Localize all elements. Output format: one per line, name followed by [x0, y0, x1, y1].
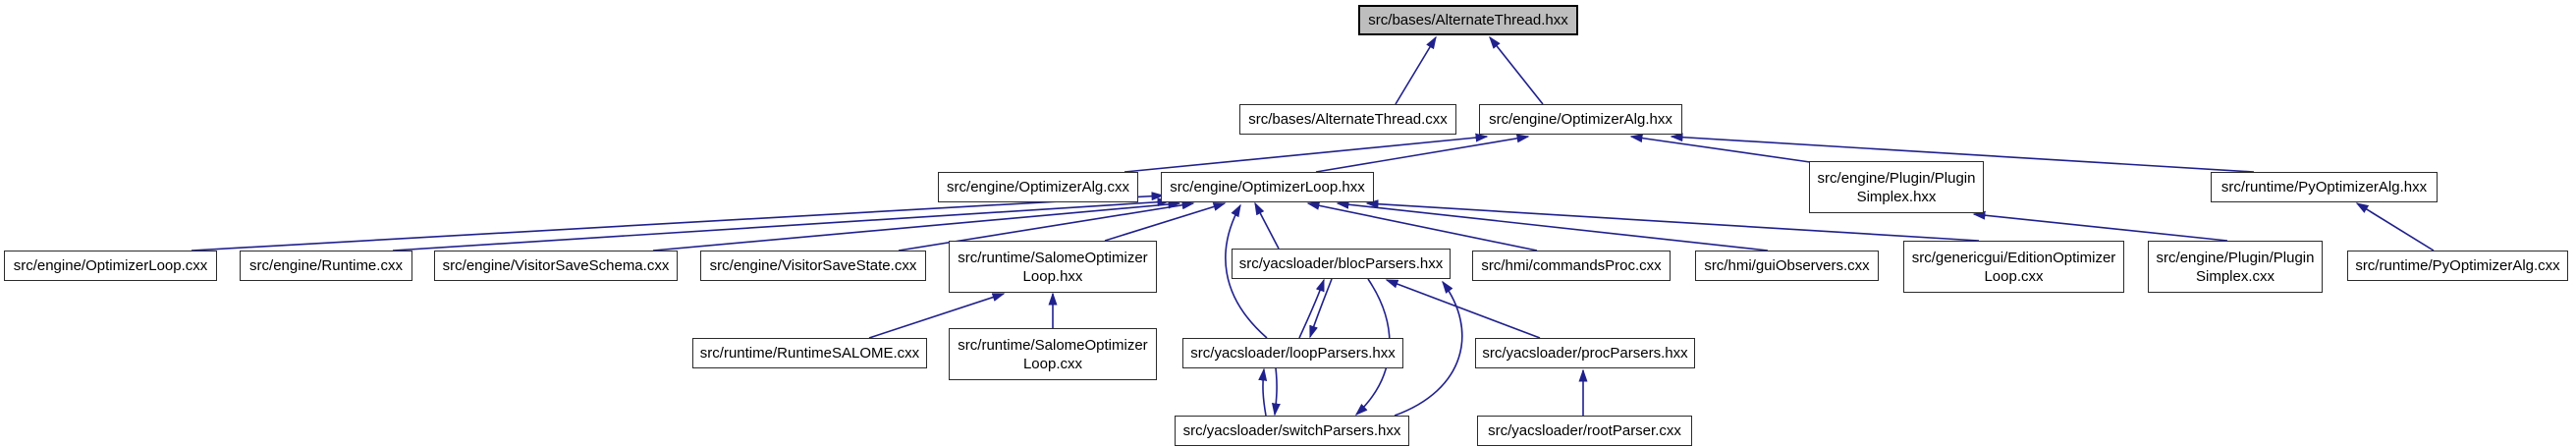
node-rootparser-cxx[interactable]: src/yacsloader/rootParser.cxx	[1477, 416, 1692, 446]
node-loopparsers-hxx[interactable]: src/yacsloader/loopParsers.hxx	[1182, 338, 1403, 368]
edge-switchparsers-hxx-to-loopparsers-hxx	[1258, 367, 1268, 417]
edge-blocparsers-hxx-to-loopparsers-hxx	[1309, 278, 1333, 339]
edge-optimizeralg-cxx-to-optimizeralg-hxx	[1124, 133, 1489, 173]
edge-pluginsimplex-cxx-to-pluginsimplex-hxx	[1972, 210, 2228, 242]
edge-optimizerloop-hxx-to-optimizeralg-hxx	[1315, 134, 1530, 173]
node-pyoptimizeralg-hxx[interactable]: src/runtime/PyOptimizerAlg.hxx	[2211, 172, 2438, 202]
edge-runtimesalome-cxx-to-salomeoptimizerloop-hxx	[868, 293, 1006, 339]
edge-visitorsavestate-cxx-to-optimizerloop-hxx	[898, 200, 1195, 251]
node-salomeoptimizerloop-hxx[interactable]: src/runtime/SalomeOptimizer Loop.hxx	[949, 241, 1157, 293]
edge-salomeoptimizerloop-hxx-to-optimizerloop-hxx	[1104, 202, 1227, 242]
node-editionoptimizerloop-cxx[interactable]: src/genericgui/EditionOptimizer Loop.cxx	[1903, 241, 2124, 293]
node-optimizerloop-cxx[interactable]: src/engine/OptimizerLoop.cxx	[4, 251, 217, 281]
edge-guiobservers-cxx-to-optimizerloop-hxx	[1336, 199, 1769, 251]
node-switchparsers-hxx[interactable]: src/yacsloader/switchParsers.hxx	[1175, 416, 1409, 446]
node-optimizeralg-cxx[interactable]: src/engine/OptimizerAlg.cxx	[938, 172, 1138, 202]
node-visitorsaveschema-cxx[interactable]: src/engine/VisitorSaveSchema.cxx	[434, 251, 678, 281]
node-pyoptimizeralg-cxx[interactable]: src/runtime/PyOptimizerAlg.cxx	[2347, 251, 2568, 281]
node-salomeoptimizerloop-cxx[interactable]: src/runtime/SalomeOptimizer Loop.cxx	[949, 328, 1157, 380]
edge-switchparsers-hxx-to-blocparsers-hxx	[1394, 280, 1463, 417]
edge-pyoptimizeralg-hxx-to-optimizeralg-hxx	[1670, 133, 2255, 173]
node-optimizeralg-hxx[interactable]: src/engine/OptimizerAlg.hxx	[1479, 104, 1682, 135]
node-blocparsers-hxx[interactable]: src/yacsloader/blocParsers.hxx	[1232, 249, 1451, 279]
edge-loopparsers-hxx-to-switchparsers-hxx	[1271, 367, 1281, 417]
node-guiobservers-cxx[interactable]: src/hmi/guiObservers.cxx	[1695, 251, 1879, 281]
edge-loopparsers-hxx-to-blocparsers-hxx	[1298, 278, 1325, 339]
edge-loopparsers-hxx-to-optimizerloop-hxx	[1225, 203, 1268, 339]
node-commandsproc-cxx[interactable]: src/hmi/commandsProc.cxx	[1472, 251, 1671, 281]
edge-visitorsaveschema-cxx-to-optimizerloop-hxx	[652, 199, 1181, 251]
edge-runtime-cxx-to-optimizerloop-hxx	[392, 197, 1171, 251]
edge-editionoptimizerloop-cxx-to-optimizerloop-hxx	[1365, 199, 1980, 242]
edge-optimizerloop-cxx-to-optimizerloop-hxx	[191, 192, 1165, 251]
node-visitorsavestate-cxx[interactable]: src/engine/VisitorSaveState.cxx	[700, 251, 926, 281]
edge-procparsers-hxx-to-blocparsers-hxx	[1385, 279, 1541, 339]
node-runtime-cxx[interactable]: src/engine/Runtime.cxx	[240, 251, 412, 281]
node-alternatethread-hxx: src/bases/AlternateThread.hxx	[1358, 5, 1578, 35]
node-procparsers-hxx[interactable]: src/yacsloader/procParsers.hxx	[1475, 338, 1695, 368]
edge-pluginsimplex-hxx-to-optimizeralg-hxx	[1629, 134, 1818, 164]
edge-blocparsers-hxx-to-optimizerloop-hxx	[1254, 201, 1280, 250]
node-optimizerloop-hxx[interactable]: src/engine/OptimizerLoop.hxx	[1161, 172, 1374, 202]
edge-alternatethread-cxx-to-alternatethread-hxx	[1395, 35, 1437, 105]
node-pluginsimplex-hxx[interactable]: src/engine/Plugin/Plugin Simplex.hxx	[1809, 161, 1984, 213]
node-runtimesalome-cxx[interactable]: src/runtime/RuntimeSALOME.cxx	[692, 338, 927, 368]
edge-commandsproc-cxx-to-optimizerloop-hxx	[1306, 200, 1538, 251]
edge-optimizeralg-hxx-to-alternatethread-hxx	[1489, 35, 1544, 105]
node-pluginsimplex-cxx[interactable]: src/engine/Plugin/Plugin Simplex.cxx	[2148, 241, 2323, 293]
edge-pyoptimizeralg-cxx-to-pyoptimizeralg-hxx	[2355, 202, 2435, 251]
node-alternatethread-cxx[interactable]: src/bases/AlternateThread.cxx	[1239, 104, 1456, 135]
